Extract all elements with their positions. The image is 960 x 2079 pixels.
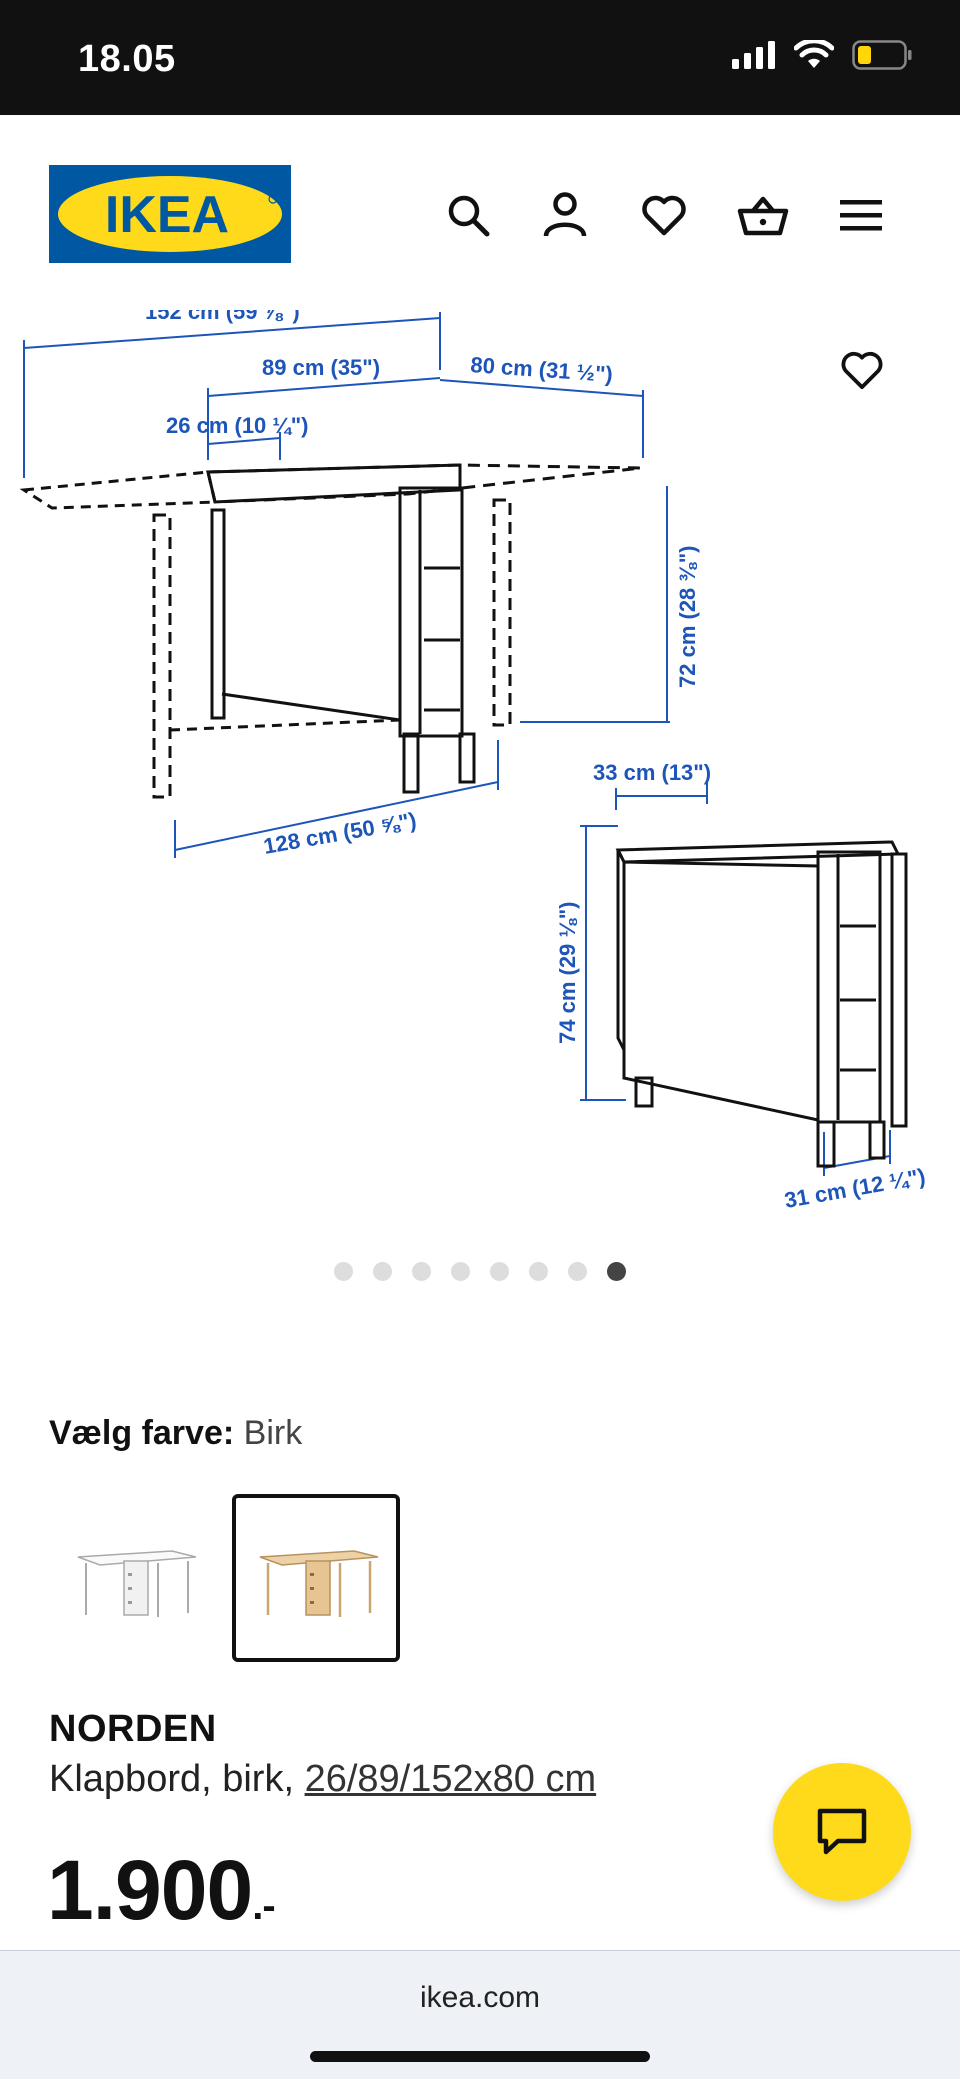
search-icon (448, 195, 490, 237)
carousel-dot[interactable] (334, 1262, 353, 1281)
product-size-link[interactable]: 26/89/152x80 cm (304, 1758, 597, 1800)
battery-icon (852, 40, 912, 70)
wifi-icon (794, 40, 834, 68)
swatch-birch[interactable] (232, 1494, 400, 1662)
carousel-dot[interactable] (451, 1262, 470, 1281)
product-price: 1.900.- (47, 1842, 276, 1939)
product-type: Klapbord, birk, (49, 1758, 305, 1800)
account-icon (543, 192, 587, 237)
wishlist-nav-button[interactable] (636, 187, 692, 243)
carousel-dot[interactable] (568, 1262, 587, 1281)
dim-small-leaf: 26 cm (10 ¼") (166, 413, 309, 438)
chat-button[interactable] (773, 1763, 911, 1901)
site-header: IKEA (0, 115, 960, 315)
colour-label: Vælg farve: (49, 1414, 235, 1452)
dim-leaf-width: 80 cm (31 ½") (470, 352, 614, 387)
product-name: NORDEN (49, 1708, 217, 1750)
birch-table-thumbnail (259, 1550, 379, 1617)
status-time: 18.05 (78, 38, 176, 80)
price-value: 1.900 (47, 1843, 253, 1937)
search-button[interactable] (440, 187, 496, 243)
ikea-logo[interactable]: IKEA (49, 165, 291, 263)
heart-icon (841, 351, 883, 390)
status-bar: 18.05 (0, 0, 960, 115)
dim-open-width: 152 cm (59 ⅞") (145, 310, 300, 324)
price-suffix: .- (252, 1884, 275, 1928)
dim-folded-base: 31 cm (12 ¼") (783, 1164, 928, 1210)
url-display[interactable]: ikea.com (419, 1981, 541, 2014)
colour-selector: Vælg farve: Birk (49, 1414, 302, 1453)
product-image-gallery[interactable]: 152 cm (59 ⅞") 89 cm (35") 80 cm (31 ½")… (0, 299, 960, 1213)
basket-button[interactable] (735, 187, 791, 243)
white-table-thumbnail (77, 1550, 197, 1617)
colour-value: Birk (243, 1414, 303, 1452)
carousel-dot[interactable] (529, 1262, 548, 1281)
carousel-dot[interactable] (373, 1262, 392, 1281)
carousel-dots (0, 1262, 960, 1286)
dim-middle-width: 89 cm (35") (262, 355, 380, 380)
account-button[interactable] (537, 187, 593, 243)
browser-address-bar: ikea.com (0, 1950, 960, 2079)
logo-text: IKEA (105, 186, 229, 244)
signal-icon (732, 41, 775, 69)
menu-icon (840, 200, 882, 231)
carousel-dot[interactable] (490, 1262, 509, 1281)
basket-icon (737, 196, 789, 236)
product-description: Klapbord, birk, 26/89/152x80 cm (49, 1758, 596, 1801)
carousel-dot[interactable] (412, 1262, 431, 1281)
home-indicator[interactable] (310, 2051, 650, 2062)
add-to-wishlist-button[interactable] (834, 342, 890, 398)
dimension-drawing: 152 cm (59 ⅞") 89 cm (35") 80 cm (31 ½")… (19, 299, 928, 1213)
dim-height: 72 cm (28 ⅜") (675, 545, 700, 688)
dim-folded-height: 74 cm (29 ⅛") (555, 901, 580, 1044)
swatch-white[interactable] (50, 1494, 218, 1662)
carousel-dot[interactable] (607, 1262, 626, 1281)
status-icons (732, 40, 912, 70)
dim-folded-depth: 33 cm (13") (593, 760, 711, 785)
heart-icon (642, 195, 686, 236)
chat-icon (817, 1808, 867, 1855)
menu-button[interactable] (833, 187, 889, 243)
